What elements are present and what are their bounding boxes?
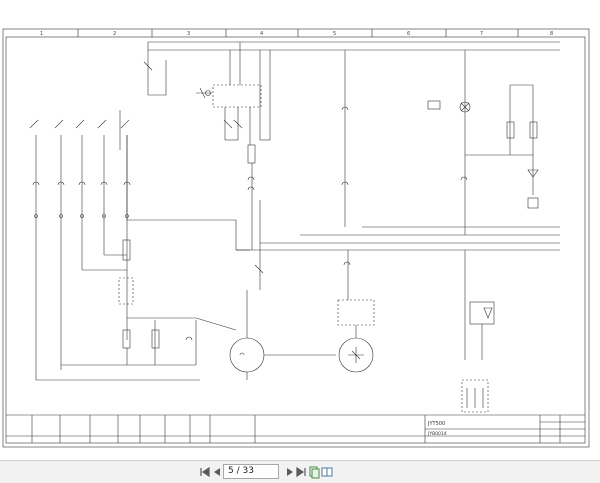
pdf-viewer-toolbar: 5 / 33 (0, 460, 600, 483)
grid-col-5: 5 (333, 31, 336, 37)
electrical-schematic-sheet: 1 2 3 4 5 6 7 8 JYT500 JYB0014 (2, 28, 590, 448)
grid-col-4: 4 (260, 31, 263, 37)
left-switch-bank (29, 119, 236, 380)
last-page-icon (296, 466, 306, 478)
grid-col-1: 1 (40, 31, 43, 37)
first-page-icon (200, 466, 210, 478)
next-page-button[interactable] (283, 465, 297, 479)
page-indicator: 5 / 33 (228, 466, 254, 476)
first-page-button[interactable] (198, 465, 212, 479)
two-page-view-icon (321, 467, 333, 477)
single-page-view-icon (309, 466, 320, 479)
grid-col-3: 3 (187, 31, 190, 37)
two-page-view-button[interactable] (320, 465, 334, 479)
previous-page-button[interactable] (210, 465, 224, 479)
drawing-number: JYT500 (427, 421, 445, 427)
grid-col-8: 8 (550, 31, 553, 37)
relay-coil-right (469, 301, 495, 325)
switch-symbol-box (427, 100, 441, 110)
drawing-frame-outer (2, 28, 590, 448)
drawing-frame-inner (5, 36, 586, 444)
drawing-number-sub: JYB0014 (427, 431, 447, 437)
page-number-input[interactable]: 5 / 33 (223, 464, 279, 479)
relay-box-center (337, 299, 375, 326)
previous-page-icon (214, 468, 220, 476)
title-block (6, 414, 585, 443)
grid-col-6: 6 (407, 31, 410, 37)
grid-col-2: 2 (113, 31, 116, 37)
last-page-button[interactable] (294, 465, 308, 479)
motor-m1 (229, 337, 265, 373)
single-page-view-button[interactable] (307, 465, 321, 479)
indicator-lamp (459, 101, 471, 113)
next-page-icon (287, 468, 293, 476)
relay-box-dashed (212, 84, 262, 108)
grid-col-7: 7 (480, 31, 483, 37)
